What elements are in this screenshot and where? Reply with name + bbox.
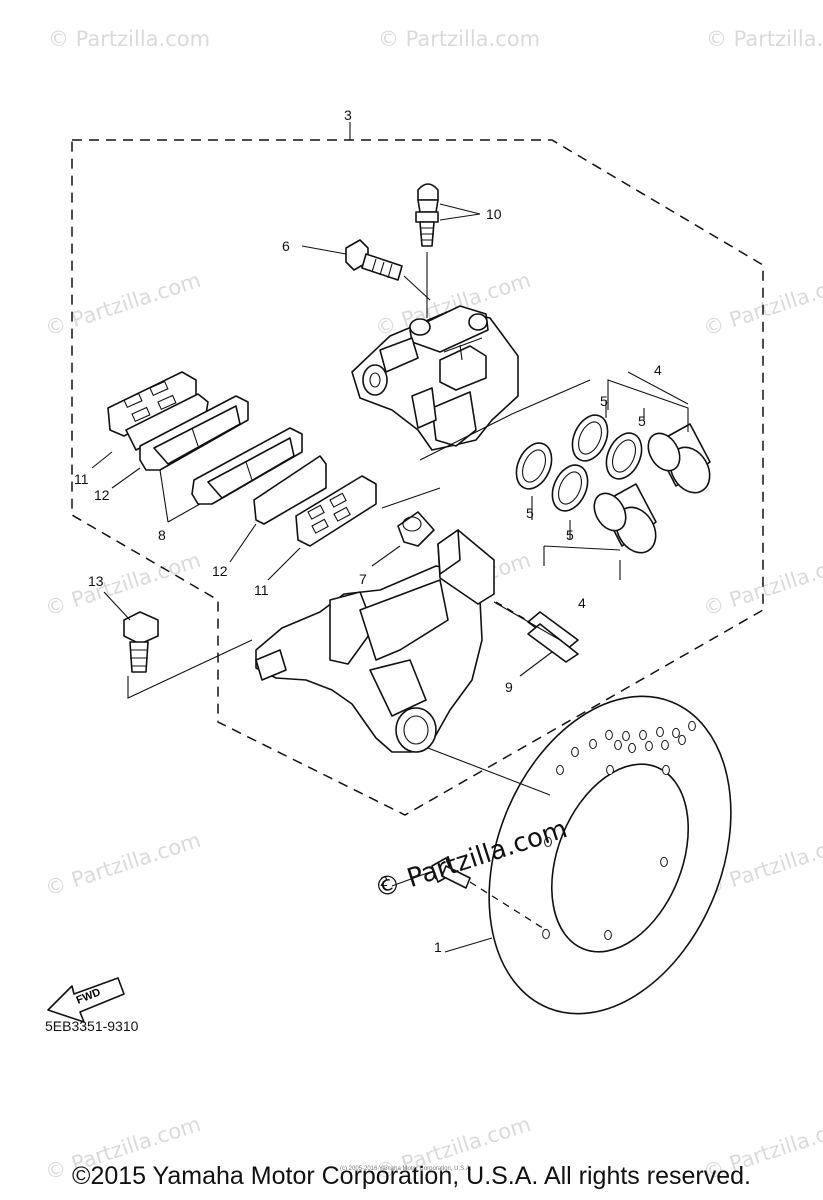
- callout-2: 2: [380, 873, 388, 889]
- callout-12-right: 12: [212, 563, 228, 579]
- caliper-bolt: [345, 239, 431, 301]
- disc-bolt: [431, 857, 547, 931]
- callout-7: 7: [359, 571, 367, 587]
- callout-11-right: 11: [254, 582, 269, 598]
- callout-9: 9: [505, 679, 513, 695]
- disc-leader-line: [444, 937, 493, 953]
- bleeder-leader-line: [439, 203, 481, 221]
- bolt2-leader-line: [391, 871, 431, 887]
- callout-12-left: 12: [94, 487, 110, 503]
- tiny-copyright: (c) 2005-2016 Yamaha Motor Corporation, …: [340, 1166, 472, 1172]
- callout-5: 5: [600, 393, 608, 409]
- callout-1: 1: [434, 939, 442, 955]
- bolt13-leader-line: [103, 591, 131, 621]
- copyright-footer: ©2015 Yamaha Motor Corporation, U.S.A. A…: [72, 1162, 751, 1190]
- watermark-text: © Partzilla.com: [700, 268, 823, 341]
- seal-piston-leader-lines: [531, 371, 689, 580]
- pad-insulator-right: [253, 455, 327, 525]
- diagram-code: 5EB3351-9310: [45, 1018, 139, 1034]
- pad-shim-right-outer: [295, 475, 377, 547]
- watermark-text: © Partzilla.com: [42, 828, 204, 901]
- brake-disc: [488, 695, 732, 1015]
- callout-13: 13: [88, 573, 104, 589]
- bracket-bolt: [123, 611, 159, 673]
- pad-pin-holder: [437, 529, 495, 605]
- watermark-text: © Partzilla.com: [706, 27, 823, 51]
- callout-10: 10: [486, 206, 502, 222]
- watermark-text: © Partzilla.com: [42, 268, 204, 341]
- pistons: [593, 423, 711, 554]
- assembly-guide-lines: [127, 379, 591, 699]
- callout-6: 6: [282, 238, 290, 254]
- bleeder-valve: [415, 183, 439, 318]
- callout-labels: 1 2 3 4 4 5 5 5 5 6 7 8 9 10 11 11 12 12…: [74, 107, 662, 955]
- brake-pad-left-a: [139, 395, 249, 471]
- callout-5: 5: [526, 505, 534, 521]
- callout-5: 5: [638, 413, 646, 429]
- slide-pin-boot: [397, 511, 435, 547]
- callout-3: 3: [344, 107, 352, 123]
- callout-8: 8: [158, 527, 166, 543]
- spring-leader-line: [519, 651, 553, 677]
- caliper-bracket: [255, 565, 551, 796]
- callout-4-top: 4: [654, 362, 662, 378]
- piston-seals: [515, 414, 643, 512]
- forward-direction-arrow: FWD: [47, 977, 125, 1023]
- callout-11-left: 11: [74, 471, 89, 487]
- watermark-text: © Partzilla.com: [700, 548, 823, 621]
- brake-pad-left-b: [191, 427, 303, 505]
- bolt6-leader-line: [301, 245, 347, 255]
- callout-4-bottom: 4: [578, 595, 586, 611]
- boot-leader-line: [371, 545, 401, 567]
- pad-spring: [495, 601, 579, 663]
- caliper-body: [351, 305, 519, 451]
- pad-leader-lines: [91, 451, 301, 581]
- pad-insulator-left: [125, 393, 209, 451]
- watermark-text: © Partzilla.com: [42, 548, 204, 621]
- callout-5: 5: [566, 527, 574, 543]
- watermark-text: © Partzilla.com: [378, 27, 540, 51]
- caliper-assembly-outline: [71, 139, 764, 816]
- watermark-text: © Partzilla.com: [48, 27, 210, 51]
